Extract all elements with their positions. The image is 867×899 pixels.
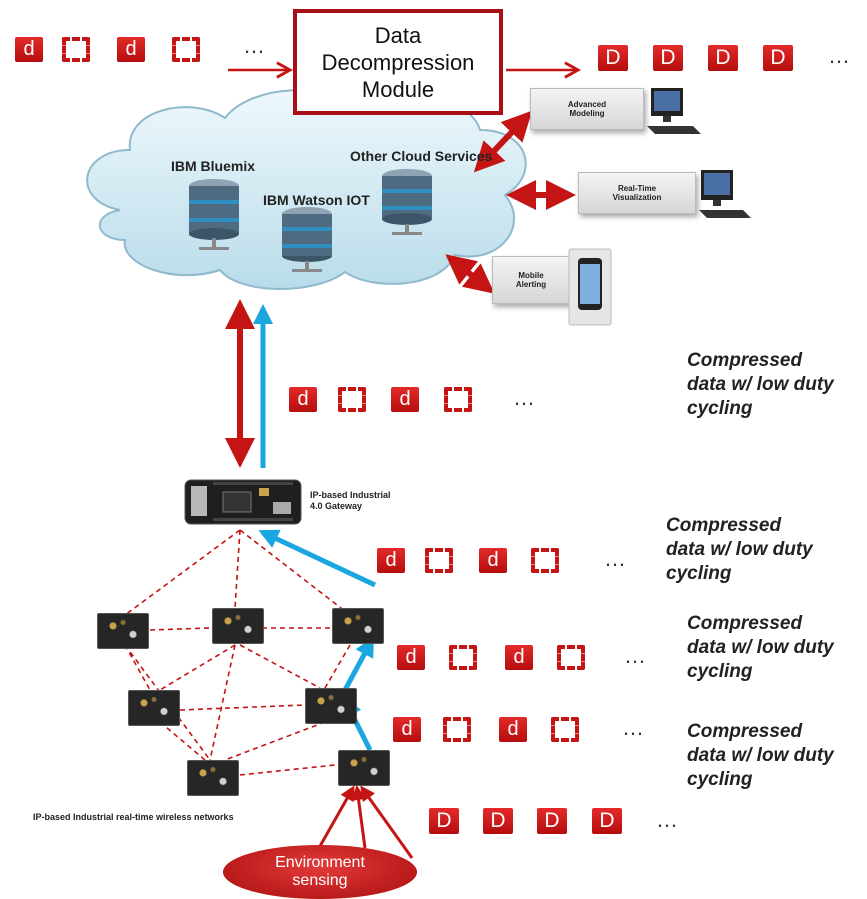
mobile-phone-icon bbox=[568, 248, 612, 326]
sensor-node bbox=[187, 760, 239, 796]
desktop-computer-icon bbox=[699, 170, 751, 218]
compressed-token: d bbox=[397, 645, 425, 670]
environment-line-1: Environment bbox=[275, 854, 365, 871]
gateway-board-icon bbox=[184, 479, 302, 525]
network-label: IP-based Industrial real-time wireless n… bbox=[33, 812, 234, 822]
missing-token bbox=[62, 37, 90, 62]
uplink-node-to-node-2 bbox=[342, 636, 375, 692]
realtime-visualization-label: Real-Time Visualization bbox=[612, 184, 662, 202]
sensor-node bbox=[338, 750, 390, 786]
description-line-1: Compressed bbox=[687, 613, 803, 634]
missing-token bbox=[551, 717, 579, 742]
environment-line-2: sensing bbox=[292, 872, 348, 889]
sensor-node bbox=[128, 690, 180, 726]
missing-token bbox=[557, 645, 585, 670]
description-line-3: cycling bbox=[666, 563, 732, 584]
database-server-icon bbox=[282, 207, 332, 272]
raw-token: D bbox=[598, 45, 628, 71]
database-server-icon bbox=[382, 169, 432, 235]
desktop-computer-icon bbox=[647, 88, 701, 134]
ellipsis: … bbox=[624, 643, 646, 668]
description-line-2: data w/ low duty bbox=[687, 374, 834, 395]
raw-token: D bbox=[537, 808, 567, 834]
gateway-label: IP-based Industrial 4.0 Gateway bbox=[310, 490, 391, 512]
missing-token bbox=[172, 37, 200, 62]
raw-token: D bbox=[483, 808, 513, 834]
raw-token: D bbox=[653, 45, 683, 71]
module-line-2: Decompression bbox=[321, 49, 475, 75]
sensing-arrow-right bbox=[360, 785, 414, 859]
ellipsis: … bbox=[243, 33, 265, 58]
environment-sensing: Environment sensing bbox=[223, 845, 417, 899]
gateway-label-line-2: 4.0 Gateway bbox=[310, 501, 363, 511]
missing-token bbox=[443, 717, 471, 742]
ellipsis: … bbox=[828, 43, 850, 68]
ellipsis: … bbox=[656, 807, 678, 832]
description-line-2: data w/ low duty bbox=[687, 745, 834, 766]
description-line-3: cycling bbox=[687, 398, 753, 419]
compressed-token: d bbox=[391, 387, 419, 412]
service-label-watson: IBM Watson IOT bbox=[263, 192, 370, 208]
sensor-node bbox=[97, 613, 149, 649]
arrow-cloud-alerting bbox=[445, 254, 495, 294]
sensing-arrow-left bbox=[313, 785, 355, 856]
missing-token bbox=[531, 548, 559, 573]
module-line-3: Module bbox=[361, 76, 435, 102]
raw-token: D bbox=[592, 808, 622, 834]
sensor-node bbox=[305, 688, 357, 724]
ellipsis: … bbox=[513, 385, 535, 410]
compressed-description-2: Compressed data w/ low duty cycling bbox=[666, 514, 813, 586]
database-server-icon bbox=[189, 179, 239, 250]
raw-token: D bbox=[429, 808, 459, 834]
description-line-2: data w/ low duty bbox=[666, 539, 813, 560]
compressed-token: d bbox=[505, 645, 533, 670]
ellipsis: … bbox=[622, 715, 644, 740]
advanced-modeling-label: Advanced Modeling bbox=[567, 100, 607, 118]
service-label-other: Other Cloud Services bbox=[350, 148, 493, 164]
missing-token bbox=[425, 548, 453, 573]
sensing-arrow-center bbox=[351, 785, 367, 849]
compressed-token: d bbox=[393, 717, 421, 742]
missing-token bbox=[449, 645, 477, 670]
service-label-bluemix: IBM Bluemix bbox=[171, 158, 256, 174]
description-line-1: Compressed bbox=[687, 350, 803, 371]
compressed-token: d bbox=[15, 37, 43, 62]
missing-token bbox=[338, 387, 366, 412]
arrow-cloud-modeling bbox=[473, 110, 533, 173]
realtime-visualization-panel: Real-Time Visualization bbox=[578, 172, 696, 214]
mobile-alerting-label: Mobile Alerting bbox=[515, 271, 547, 289]
sensor-node bbox=[332, 608, 384, 644]
missing-token bbox=[444, 387, 472, 412]
advanced-modeling-panel: Advanced Modeling bbox=[530, 88, 644, 130]
uplink-node-to-gateway bbox=[258, 529, 377, 588]
compressed-token: d bbox=[289, 387, 317, 412]
ellipsis: … bbox=[604, 546, 626, 571]
mobile-alerting-panel: Mobile Alerting bbox=[492, 256, 570, 304]
sensor-node bbox=[212, 608, 264, 644]
compressed-token: d bbox=[499, 717, 527, 742]
compressed-description-4: Compressed data w/ low duty cycling bbox=[687, 720, 834, 792]
raw-token: D bbox=[763, 45, 793, 71]
raw-token: D bbox=[708, 45, 738, 71]
compressed-token: d bbox=[377, 548, 405, 573]
description-line-3: cycling bbox=[687, 661, 753, 682]
description-line-2: data w/ low duty bbox=[687, 637, 834, 658]
description-line-1: Compressed bbox=[666, 515, 782, 536]
module-line-1: Data bbox=[374, 22, 422, 48]
compressed-token: d bbox=[117, 37, 145, 62]
gateway-label-line-1: IP-based Industrial bbox=[310, 490, 391, 500]
description-line-3: cycling bbox=[687, 769, 753, 790]
decompression-module: Data Decompression Module bbox=[293, 9, 503, 115]
compressed-token: d bbox=[479, 548, 507, 573]
compressed-description-3: Compressed data w/ low duty cycling bbox=[687, 612, 834, 684]
compressed-description-1: Compressed data w/ low duty cycling bbox=[687, 349, 834, 421]
mesh-links bbox=[124, 529, 351, 776]
description-line-1: Compressed bbox=[687, 721, 803, 742]
